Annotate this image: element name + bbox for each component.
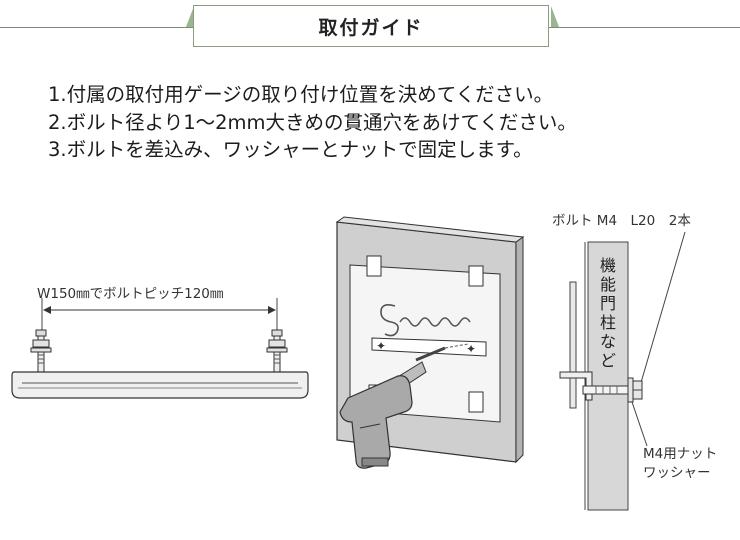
svg-text:柱: 柱 — [600, 313, 616, 332]
installation-illustration: W150㎜でボルトピッチ120㎜ — [11, 213, 717, 511]
mailbox-back-plate — [569, 281, 577, 409]
svg-text:な: な — [600, 332, 616, 351]
svg-text:✦: ✦ — [466, 342, 476, 356]
tape-tab — [468, 391, 484, 413]
instruction-list: 1.付属の取付用ゲージの取り付け位置を決めてください。 2.ボルト径より1〜2m… — [48, 81, 577, 164]
signature-logo — [380, 304, 471, 337]
middle-drilling-diagram: ✦ ✦ — [335, 216, 525, 469]
instruction-step-2: 2.ボルト径より1〜2mm大きめの貫通穴をあけてください。 — [48, 110, 577, 134]
nut-label-line1: M4用ナット — [643, 446, 717, 462]
right-section-diagram: ボルト M4 L20 2本 機 能 門 柱 な ど M4用ナット — [552, 213, 717, 511]
mounting-rail — [11, 371, 309, 399]
svg-text:ど: ど — [600, 351, 616, 370]
instruction-step-1: 1.付属の取付用ゲージの取り付け位置を決めてください。 — [48, 83, 554, 106]
bolt-right — [266, 329, 288, 373]
washer — [627, 377, 634, 403]
instruction-step-3: 3.ボルトを差込み、ワッシャーとナットで固定します。 — [48, 138, 533, 161]
tape-tab — [366, 255, 382, 277]
tape-tab — [468, 265, 484, 287]
bolt-spec-label: ボルト M4 L20 2本 — [552, 213, 691, 229]
bolt-left — [30, 329, 52, 373]
svg-text:✦: ✦ — [376, 339, 386, 353]
title-tab-left — [186, 6, 194, 27]
title-tab-right — [551, 6, 559, 27]
left-rail-diagram: W150㎜でボルトピッチ120㎜ — [11, 286, 309, 399]
page-title-text: 取付ガイド — [318, 16, 424, 39]
pitch-label: W150㎜でボルトピッチ120㎜ — [37, 286, 224, 302]
svg-text:門: 門 — [600, 294, 616, 313]
post-label: 機 能 門 柱 な ど — [600, 256, 616, 370]
gate-post — [587, 241, 629, 511]
svg-text:能: 能 — [600, 275, 616, 294]
drill-icon — [339, 361, 427, 469]
page-title: 取付ガイド — [193, 5, 549, 47]
nut-label-line2: ワッシャー — [643, 465, 711, 481]
svg-text:機: 機 — [600, 256, 616, 275]
